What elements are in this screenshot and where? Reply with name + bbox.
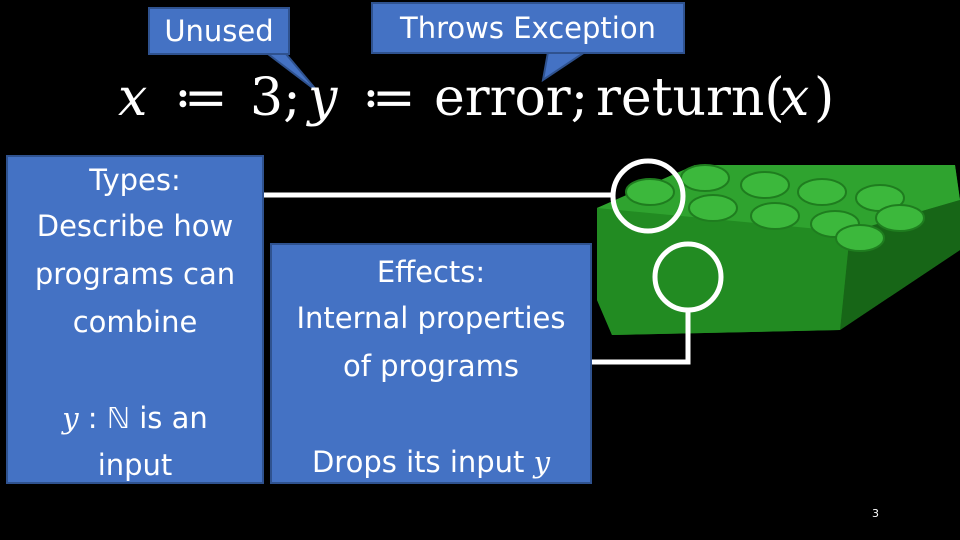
formula-return-close: ) bbox=[814, 68, 834, 128]
types-example-colon: : bbox=[88, 401, 98, 435]
formula-error: error; bbox=[434, 68, 588, 128]
formula-return-open: return( bbox=[596, 68, 785, 128]
program-formula: x ≔ 3; y ≔ error; return( x ) bbox=[112, 62, 852, 136]
types-example-rest: is an bbox=[139, 401, 208, 435]
effects-box: Effects: Internal properties of programs… bbox=[270, 243, 592, 484]
throws-exception-callout: Throws Exception bbox=[371, 2, 685, 54]
slide-number: 3 bbox=[872, 507, 879, 520]
formula-assign-2: ≔ bbox=[362, 68, 416, 128]
formula-return-arg: x bbox=[780, 68, 809, 128]
effects-example-line: Drops its input y bbox=[272, 445, 590, 479]
types-desc-line-1: Describe how bbox=[8, 209, 262, 243]
types-heading: Types: bbox=[8, 163, 262, 197]
effects-heading: Effects: bbox=[272, 255, 590, 289]
effects-desc-line-2: of programs bbox=[272, 349, 590, 383]
formula-var-x: x bbox=[118, 68, 147, 128]
effects-example-var: y bbox=[534, 445, 550, 479]
types-example-line-2: input bbox=[8, 448, 262, 482]
types-desc-line-2: programs can bbox=[8, 257, 262, 291]
effects-desc-line-1: Internal properties bbox=[272, 301, 590, 335]
formula-assign-1: ≔ bbox=[174, 68, 228, 128]
lego-brick bbox=[597, 165, 960, 335]
formula-var-y: y bbox=[308, 68, 337, 128]
throws-exception-callout-label: Throws Exception bbox=[400, 11, 656, 45]
unused-callout: Unused bbox=[148, 7, 290, 55]
types-desc-line-3: combine bbox=[8, 305, 262, 339]
effects-example-text: Drops its input bbox=[312, 445, 524, 479]
types-example-type: ℕ bbox=[107, 401, 130, 435]
formula-three: 3; bbox=[250, 68, 301, 128]
unused-callout-label: Unused bbox=[164, 14, 273, 48]
types-example-line-1: y : ℕ is an bbox=[8, 401, 262, 435]
types-box: Types: Describe how programs can combine… bbox=[6, 155, 264, 484]
types-example-var: y bbox=[62, 401, 78, 435]
